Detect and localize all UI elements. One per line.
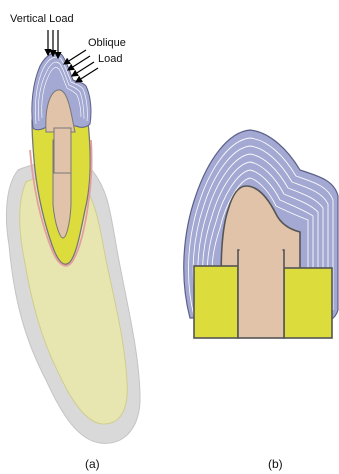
post-core-join-b bbox=[240, 248, 283, 268]
panel-b-crown bbox=[184, 130, 338, 338]
vertical-load-label: Vertical Load bbox=[10, 13, 74, 25]
panel-b-label: (b) bbox=[268, 457, 283, 471]
panel-a-label: (a) bbox=[85, 457, 100, 471]
oblique-load-label-line1: Oblique bbox=[88, 37, 126, 49]
dentin-left-b bbox=[194, 266, 238, 338]
dentin-right-b bbox=[284, 268, 332, 338]
panel-a-tooth bbox=[6, 53, 140, 444]
core-post-a bbox=[54, 128, 71, 173]
oblique-load-label-line2: Load bbox=[98, 53, 122, 65]
